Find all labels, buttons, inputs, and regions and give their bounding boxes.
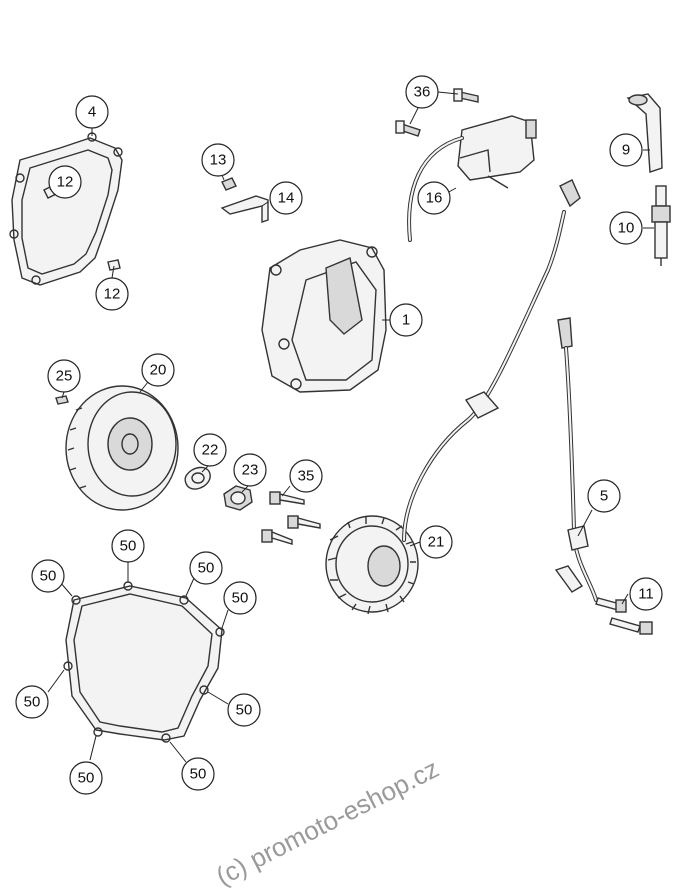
part-10-spark-plug [651,185,671,266]
svg-text:50: 50 [236,702,253,719]
svg-text:50: 50 [40,568,57,585]
svg-text:35: 35 [298,468,315,485]
callout-36: 36 [405,75,439,109]
svg-text:11: 11 [638,586,654,603]
svg-text:50: 50 [198,560,215,577]
part-1-ignition-cover [261,239,387,393]
svg-text:4: 4 [88,104,96,121]
part-11-bolt-upper [595,597,627,613]
part-9-spark-plug-cap [626,93,663,173]
part-36-bolt-lower [395,120,421,137]
part-4-cover-gasket [9,132,123,286]
svg-text:12: 12 [57,174,74,191]
callout-50-left-lower: 50 [15,685,49,719]
part-36-bolt-upper [453,88,479,103]
svg-text:36: 36 [414,84,431,101]
callout-35: 35 [289,459,323,493]
svg-text:50: 50 [78,770,95,787]
callout-4: 4 [75,95,109,129]
callout-10: 10 [609,211,643,245]
callout-9: 9 [609,133,643,167]
svg-text:1: 1 [402,312,410,329]
callout-12-lower: 12 [95,277,129,311]
callout-50-right-lower: 50 [227,693,261,727]
callout-50-top: 50 [111,529,145,563]
svg-text:5: 5 [600,488,608,505]
part-35-screw-1 [269,491,305,505]
part-50-cover-gasket [63,581,225,743]
callout-22: 22 [193,433,227,467]
svg-text:20: 20 [150,362,167,379]
callout-20: 20 [141,353,175,387]
callout-1: 1 [389,303,423,337]
leader-lines [47,91,654,763]
svg-text:16: 16 [426,190,443,207]
part-23-nut [223,485,253,511]
svg-text:9: 9 [622,142,630,159]
callout-16: 16 [417,181,451,215]
part-22-washer [184,466,211,490]
callout-14: 14 [269,181,303,215]
part-35-screw-3 [261,529,293,545]
part-5-wiring-harness [554,317,598,602]
callout-50-bottom-right: 50 [181,757,215,791]
svg-text:50: 50 [24,694,41,711]
callout-21: 21 [419,525,453,559]
svg-text:10: 10 [618,220,635,237]
callout-50-bottom-left: 50 [69,761,103,795]
svg-text:50: 50 [120,538,137,555]
part-21-stator [325,179,581,615]
part-20-flywheel [65,385,179,511]
part-14-clip [220,195,269,223]
part-13-screw [221,177,237,191]
svg-text:22: 22 [202,442,219,459]
svg-text:14: 14 [278,190,295,207]
callout-5: 5 [587,479,621,513]
callout-25: 25 [47,359,81,393]
svg-text:23: 23 [242,462,259,479]
callout-50-left-upper: 50 [31,559,65,593]
part-16-ignition-coil [407,115,537,242]
part-12-dowel-lower [107,259,121,271]
callout-50-right-upper: 50 [189,551,223,585]
svg-text:13: 13 [210,152,227,169]
svg-text:12: 12 [104,286,121,303]
callout-23: 23 [233,453,267,487]
part-11-bolt-lower [609,617,653,635]
part-35-screw-2 [287,515,321,529]
svg-text:25: 25 [56,368,73,385]
callout-11: 11 [629,577,663,611]
watermark-text: (c) promoto-eshop.cz [211,753,444,891]
callout-50-right: 50 [223,581,257,615]
svg-text:50: 50 [190,766,207,783]
svg-text:21: 21 [428,534,445,551]
callout-12-upper: 12 [48,165,82,199]
callout-13: 13 [201,143,235,177]
svg-text:50: 50 [232,590,249,607]
